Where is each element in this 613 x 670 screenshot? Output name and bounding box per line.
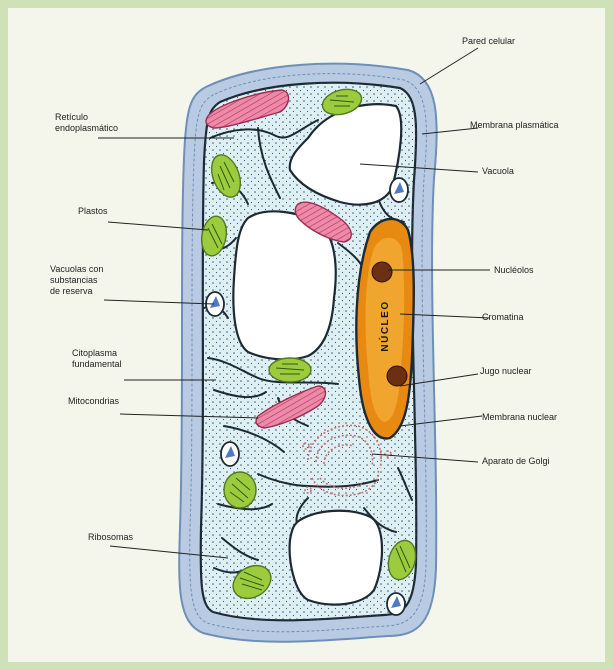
plant-cell-diagram: NÚCLEO (8, 8, 605, 662)
label-reticulo: Retículo (55, 112, 88, 122)
label-jugo-nuclear: Jugo nuclear (480, 366, 532, 376)
label-cromatina: Cromatina (482, 312, 524, 322)
label-vacuolas: substancias (50, 275, 98, 285)
label-reticulo: endoplasmático (55, 123, 118, 133)
label-vacuolas: de reserva (50, 286, 93, 296)
label-plastos: Plastos (78, 206, 108, 216)
label-citoplasma: Citoplasma (72, 348, 117, 358)
label-aparato-golgi: Aparato de Golgi (482, 456, 550, 466)
label-membrana-plasmatica: Membrana plasmática (470, 120, 559, 130)
nucleus-word: NÚCLEO (378, 300, 391, 351)
label-vacuola: Vacuola (482, 166, 514, 176)
plastid (269, 358, 311, 382)
label-citoplasma: fundamental (72, 359, 122, 369)
label-membrana-nuclear: Membrana nuclear (482, 412, 557, 422)
plastid (224, 472, 256, 508)
nucleolus (372, 262, 392, 282)
label-pared-celular: Pared celular (462, 36, 515, 46)
nucleolus (387, 366, 407, 386)
label-nucleolos: Nucléolos (494, 265, 534, 275)
nucleus: NÚCLEO (356, 219, 413, 439)
label-vacuolas: Vacuolas con (50, 264, 103, 274)
vacuole-bottom (290, 511, 382, 605)
label-mitocondrias: Mitocondrias (68, 396, 120, 406)
label-ribosomas: Ribosomas (88, 532, 134, 542)
diagram-page: NÚCLEO (8, 8, 605, 662)
